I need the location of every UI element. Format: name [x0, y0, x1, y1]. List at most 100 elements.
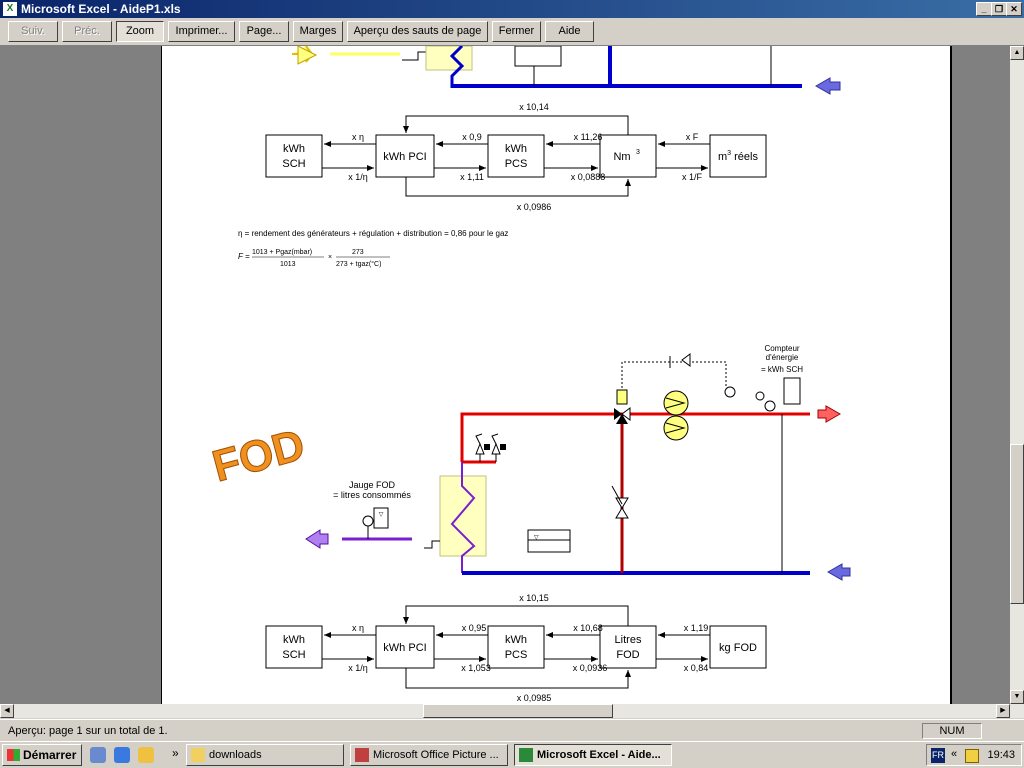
- zoom-button[interactable]: Zoom: [116, 21, 164, 42]
- gas-factor-1126: x 11,26: [574, 132, 603, 142]
- fod-factor-084: x 0,84: [684, 663, 709, 673]
- num-lock-indicator: NUM: [922, 723, 982, 739]
- fod-hydraulic-schematic: ▽ Jauge FOD = litres consommés ▽: [305, 344, 851, 581]
- internet-explorer-icon[interactable]: [114, 747, 130, 763]
- scroll-left-arrow[interactable]: ◀: [0, 704, 14, 718]
- svg-text:×: ×: [328, 254, 332, 261]
- gas-nm3-label: Nm: [613, 151, 630, 163]
- vertical-scroll-thumb[interactable]: [1010, 444, 1024, 604]
- task-label: downloads: [209, 749, 262, 761]
- fod-conversion-diagram: kWh SCH kWh PCI kWh PCS Litres FOD kg FO…: [265, 593, 767, 703]
- gas-factor-00888: x 0,0888: [571, 172, 606, 182]
- svg-text:1013 + Pgaz(mbar): 1013 + Pgaz(mbar): [252, 249, 312, 256]
- gas-factor-eta: x η: [352, 132, 364, 142]
- task-label: Microsoft Excel - Aide...: [537, 749, 661, 761]
- window-title: Microsoft Excel - AideP1.xls: [21, 2, 181, 16]
- scroll-up-arrow[interactable]: ▲: [1010, 46, 1024, 60]
- previous-button[interactable]: Préc.: [62, 21, 112, 42]
- page-diagram: kWh SCH kWh PCI kWh PCS Nm 3 m3 réels: [207, 46, 851, 703]
- task-picture-manager[interactable]: Microsoft Office Picture ...: [350, 744, 508, 766]
- svg-text:1013: 1013: [280, 261, 296, 268]
- meter-label-3: = kWh SCH: [761, 365, 803, 374]
- restore-button[interactable]: ❐: [991, 2, 1007, 16]
- fod-factor-1068: x 10,68: [573, 623, 603, 633]
- tray-expand-icon[interactable]: «: [951, 748, 958, 760]
- fod-factor-top: x 10,15: [519, 593, 549, 603]
- security-alert-icon[interactable]: [965, 749, 979, 763]
- gauge-label-1: Jauge FOD: [349, 480, 396, 490]
- print-button[interactable]: Imprimer...: [168, 21, 235, 42]
- gas-kwh-pcs-label2: PCS: [505, 158, 528, 170]
- gas-kwh-pcs-label: kWh: [505, 143, 527, 155]
- clock-quicklaunch-icon[interactable]: [138, 747, 154, 763]
- task-downloads[interactable]: downloads: [186, 744, 344, 766]
- scroll-down-arrow[interactable]: ▼: [1010, 690, 1024, 704]
- fod-litres-label: Litres: [615, 634, 642, 646]
- more-quicklaunch-chevron-icon[interactable]: »: [172, 746, 179, 760]
- horizontal-scrollbar[interactable]: ◀ ▶: [0, 704, 1010, 718]
- clock: 19:43: [987, 749, 1015, 761]
- margins-button[interactable]: Marges: [293, 21, 343, 42]
- task-label: Microsoft Office Picture ...: [373, 749, 499, 761]
- excel-icon: [519, 748, 533, 762]
- gas-factor-111: x 1,11: [460, 172, 484, 182]
- page-break-preview-button[interactable]: Aperçu des sauts de page: [347, 21, 488, 42]
- gas-factor-09: x 0,9: [462, 132, 482, 142]
- gas-hydraulic-partial: [292, 46, 841, 95]
- gas-kwh-sch-label: kWh: [283, 143, 305, 155]
- vertical-scrollbar[interactable]: ▲ ▼: [1010, 46, 1024, 718]
- windows-logo-icon: [7, 749, 20, 761]
- task-excel[interactable]: Microsoft Excel - Aide...: [514, 744, 672, 766]
- gas-factor-inv-eta: x 1/η: [348, 172, 368, 182]
- next-button[interactable]: Suiv.: [8, 21, 58, 42]
- gas-nm3-sup: 3: [636, 149, 640, 156]
- start-button[interactable]: Démarrer: [2, 744, 82, 766]
- page-setup-button[interactable]: Page...: [239, 21, 289, 42]
- horizontal-scroll-thumb[interactable]: [423, 704, 613, 718]
- minimize-button[interactable]: _: [976, 2, 992, 16]
- gas-factor-F: x F: [686, 132, 699, 142]
- fod-kwh-sch-label: kWh: [283, 634, 305, 646]
- gas-m3-label: m3 réels: [718, 150, 758, 163]
- explorer-quicklaunch-icon[interactable]: [90, 747, 106, 763]
- svg-text:▽: ▽: [379, 512, 384, 518]
- status-text: Aperçu: page 1 sur un total de 1.: [8, 725, 168, 737]
- print-page: kWh SCH kWh PCI kWh PCS Nm 3 m3 réels: [161, 46, 952, 704]
- fod-factor-eta: x η: [352, 623, 364, 633]
- fod-factor-095: x 0,95: [462, 623, 487, 633]
- scroll-right-arrow[interactable]: ▶: [996, 704, 1010, 718]
- fod-factor-00936: x 0,0936: [573, 663, 608, 673]
- excel-icon[interactable]: X: [3, 2, 17, 16]
- picture-manager-icon: [355, 748, 369, 762]
- close-button[interactable]: ✕: [1006, 2, 1022, 16]
- language-indicator[interactable]: FR: [931, 748, 945, 763]
- gas-conversion-diagram: kWh SCH kWh PCI kWh PCS Nm 3 m3 réels: [238, 102, 767, 268]
- title-bar: X Microsoft Excel - AideP1.xls _ ❐ ✕: [0, 0, 1024, 18]
- start-label: Démarrer: [23, 748, 77, 762]
- fod-kg-label: kg FOD: [719, 642, 757, 654]
- eta-definition: η = rendement des générateurs + régulati…: [238, 229, 508, 238]
- meter-label-2: d'énergie: [766, 353, 799, 362]
- gauge-label-2: = litres consommés: [333, 490, 411, 500]
- fod-kwh-pcs-label: kWh: [505, 634, 527, 646]
- fod-kwh-pci-label: kWh PCI: [383, 642, 426, 654]
- fod-factor-119: x 1,19: [684, 623, 709, 633]
- svg-text:273 + tgaz(°C): 273 + tgaz(°C): [336, 260, 381, 268]
- status-bar: Aperçu: page 1 sur un total de 1. NUM: [0, 719, 1024, 741]
- taskbar: Démarrer » downloads Microsoft Office Pi…: [0, 741, 1024, 768]
- fod-factor-inv-eta: x 1/η: [348, 663, 368, 673]
- help-button[interactable]: Aide: [545, 21, 594, 42]
- gas-kwh-pci-label: kWh PCI: [383, 151, 426, 163]
- preview-area[interactable]: kWh SCH kWh PCI kWh PCS Nm 3 m3 réels: [0, 46, 1010, 704]
- folder-icon: [191, 748, 205, 762]
- svg-text:▽: ▽: [534, 535, 539, 541]
- close-preview-button[interactable]: Fermer: [492, 21, 541, 42]
- gas-kwh-sch-label2: SCH: [282, 158, 305, 170]
- fod-kwh-sch-label2: SCH: [282, 649, 305, 661]
- system-tray: FR « 19:43: [926, 744, 1022, 766]
- fod-factor-bottom: x 0,0985: [517, 693, 552, 703]
- preview-toolbar: Suiv. Préc. Zoom Imprimer... Page... Mar…: [0, 18, 1024, 46]
- svg-text:F =: F =: [238, 252, 250, 261]
- meter-label-1: Compteur: [764, 344, 799, 353]
- gas-factor-inv-F: x 1/F: [682, 172, 703, 182]
